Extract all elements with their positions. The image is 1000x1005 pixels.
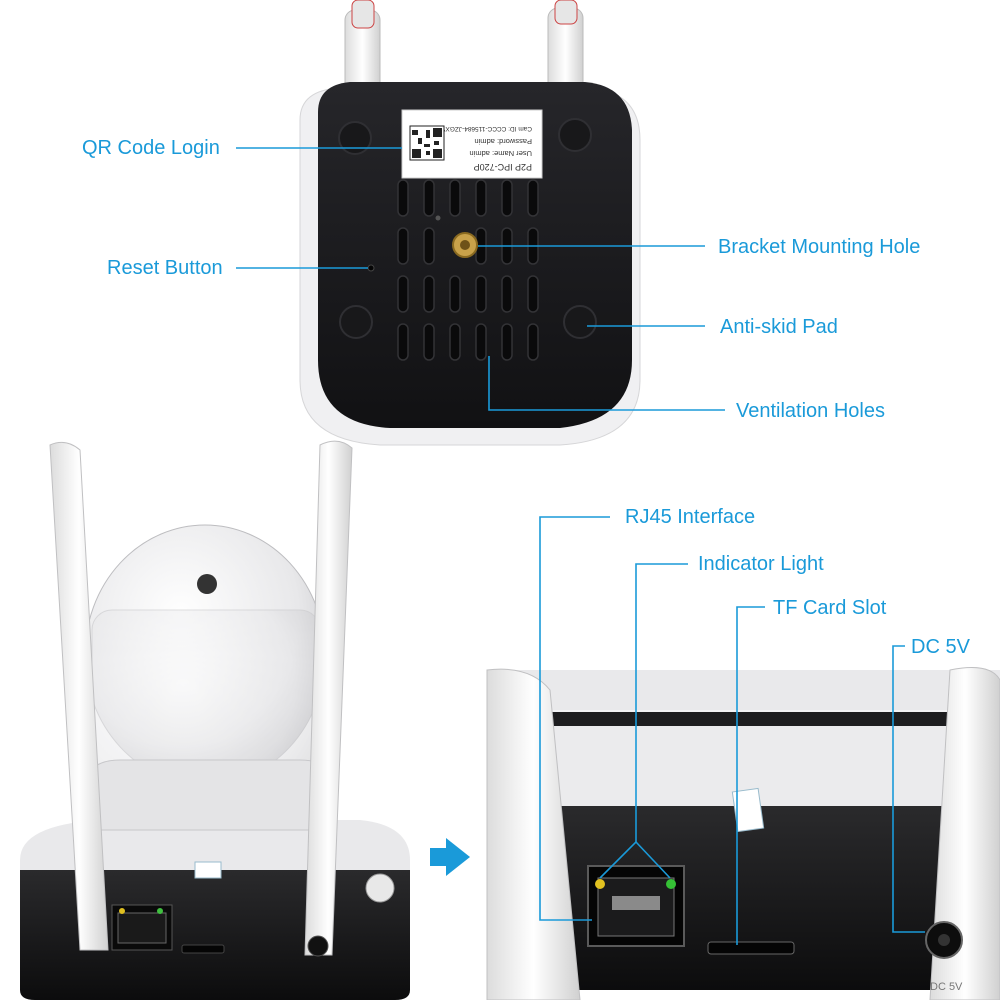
indicator-led-yellow	[595, 879, 605, 889]
callout-indicator-light: Indicator Light	[698, 553, 824, 575]
callout-bracket-mounting-hole: Bracket Mounting Hole	[718, 236, 921, 258]
callout-reset-button: Reset Button	[107, 257, 223, 279]
callout-qr-code-login: QR Code Login	[82, 137, 220, 159]
svg-text:P2P IPC-720P: P2P IPC-720P	[474, 162, 532, 172]
rj45-port	[587, 865, 685, 947]
svg-text:User Name: admin: User Name: admin	[469, 149, 532, 158]
svg-text:Password: admin: Password: admin	[474, 137, 532, 146]
dc-port-label: DC 5V	[930, 981, 963, 993]
tf-card-slot	[707, 941, 795, 955]
camera-front-view	[20, 440, 410, 1000]
svg-text:Cam ID: CCCC-115684-JZGXVD: Cam ID: CCCC-115684-JZGXVD	[436, 125, 532, 132]
qr-code-icon	[409, 125, 445, 161]
camera-bottom-view: P2P IPC-720P User Name: admin Password: …	[299, 0, 641, 446]
reset-button-hole	[367, 264, 375, 272]
callout-anti-skid-pad: Anti-skid Pad	[720, 316, 838, 338]
label-sticker: P2P IPC-720P User Name: admin Password: …	[401, 109, 543, 179]
indicator-led-green	[666, 879, 676, 889]
arrow-right-icon	[430, 838, 470, 876]
port-closeup-view: DC 5V	[486, 667, 1000, 1001]
callout-lines	[236, 147, 925, 945]
callout-tf-card-slot: TF Card Slot	[773, 597, 887, 619]
callout-ventilation-holes: Ventilation Holes	[736, 400, 885, 422]
callout-rj45-interface: RJ45 Interface	[625, 506, 756, 528]
callout-dc-5v: DC 5V	[911, 636, 970, 658]
